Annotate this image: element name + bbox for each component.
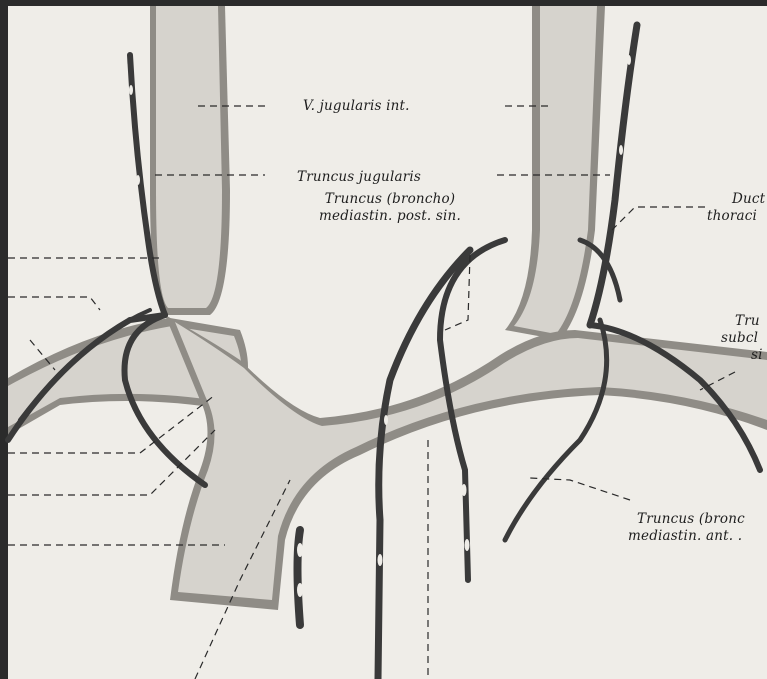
- label-ductus-thoracicus-line1: Duct: [732, 192, 765, 207]
- label-truncus-subclavius-line1: Tru: [735, 314, 760, 329]
- left-jugular-vein: [156, 6, 222, 308]
- label-truncus-jugularis: Truncus jugularis: [297, 170, 421, 185]
- label-truncus-broncho-post-line2: mediastin. post. sin.: [300, 209, 480, 224]
- label-truncus-broncho-post-line1: Truncus (broncho): [310, 192, 470, 207]
- label-truncus-subclavius-line2: subcl: [721, 331, 758, 346]
- label-truncus-subclavius-line3: si: [751, 348, 763, 363]
- label-vena-jugularis-interna: V. jugularis int.: [303, 99, 410, 114]
- label-truncus-broncho-ant-line1: Truncus (bronc: [637, 512, 745, 527]
- label-ductus-thoracicus-line2: thoraci: [707, 209, 757, 224]
- label-truncus-broncho-ant-line2: mediastin. ant. .: [628, 529, 742, 544]
